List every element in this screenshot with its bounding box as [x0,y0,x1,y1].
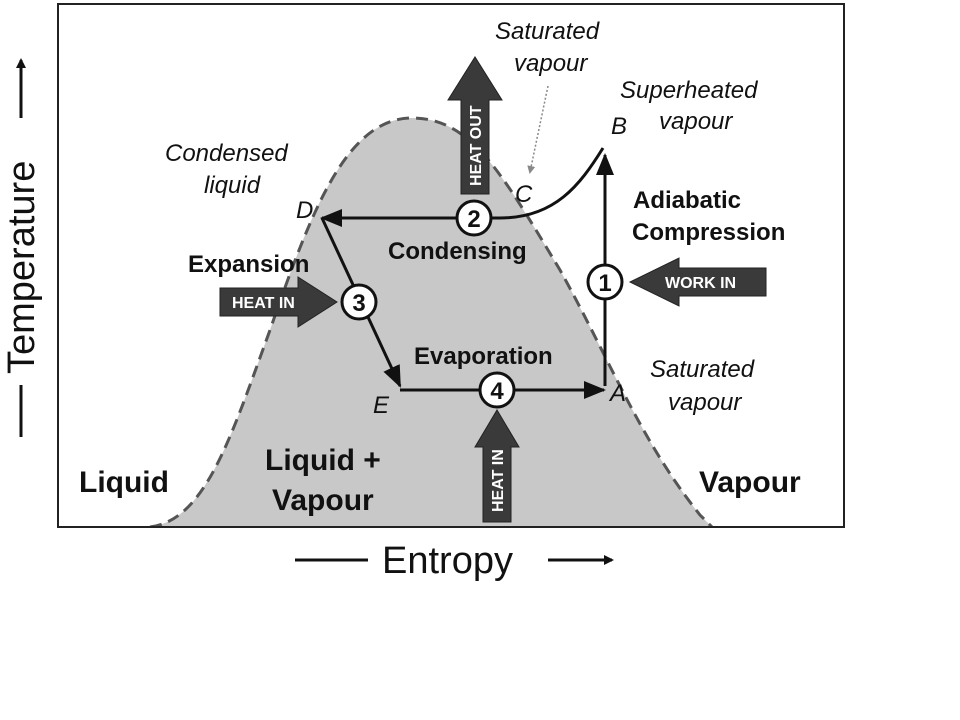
saturated-vapour-top-line1: Saturated [495,18,600,45]
adiabatic-label-line1: Adiabatic [633,187,741,214]
heat-out-arrow: HEAT OUT [447,56,503,195]
x-axis-label: Entropy [382,540,513,582]
condensing-label: Condensing [388,238,527,265]
state-e-label: E [373,392,390,419]
y-axis-label: Temperature [1,161,43,374]
process-4-marker: 4 [478,371,516,409]
state-c-label: C [515,181,533,208]
heat-in-label-4: HEAT IN [490,449,507,512]
saturated-vapour-top-line2: vapour [514,50,588,77]
condensed-liquid-line1: Condensed [165,140,288,167]
process-2-number: 2 [467,206,480,233]
state-d-label: D [296,197,313,224]
saturation-dome [150,117,712,527]
region-mixture-line1: Liquid + [265,444,381,477]
region-mixture-line2: Vapour [272,484,374,517]
heat-in-arrow-4: HEAT IN [474,409,520,523]
superheated-vapour-line2: vapour [659,108,733,135]
process-1-number: 1 [598,270,611,297]
process-4-number: 4 [490,378,504,405]
heat-in-label-3: HEAT IN [232,295,295,312]
condensed-liquid-line2: liquid [204,172,261,199]
state-b-label: B [611,113,627,140]
work-in-label: WORK IN [665,275,736,292]
compression-label-line2: Compression [632,219,785,246]
x-axis: Entropy [295,540,614,582]
process-3-number: 3 [352,290,365,317]
heat-in-arrow-3: HEAT IN [219,276,338,328]
work-in-arrow: WORK IN [628,257,767,307]
state-a-label: A [608,380,626,407]
saturated-vapour-pointer [527,85,549,174]
evaporation-label: Evaporation [414,343,553,370]
process-1-marker: 1 [586,263,624,301]
expansion-label: Expansion [188,251,309,278]
region-vapour-label: Vapour [699,466,801,499]
saturation-curve [149,116,714,527]
plot-frame [57,3,845,528]
superheat-curve [499,147,605,220]
region-liquid-label: Liquid [79,466,169,499]
process-2-marker: 2 [455,199,493,237]
process-3-marker: 3 [340,283,378,321]
superheated-vapour-line1: Superheated [620,77,758,104]
saturated-vapour-right-line2: vapour [668,389,742,416]
heat-out-label: HEAT OUT [468,105,485,186]
saturated-vapour-right-line1: Saturated [650,356,755,383]
y-axis: Temperature [1,58,43,437]
